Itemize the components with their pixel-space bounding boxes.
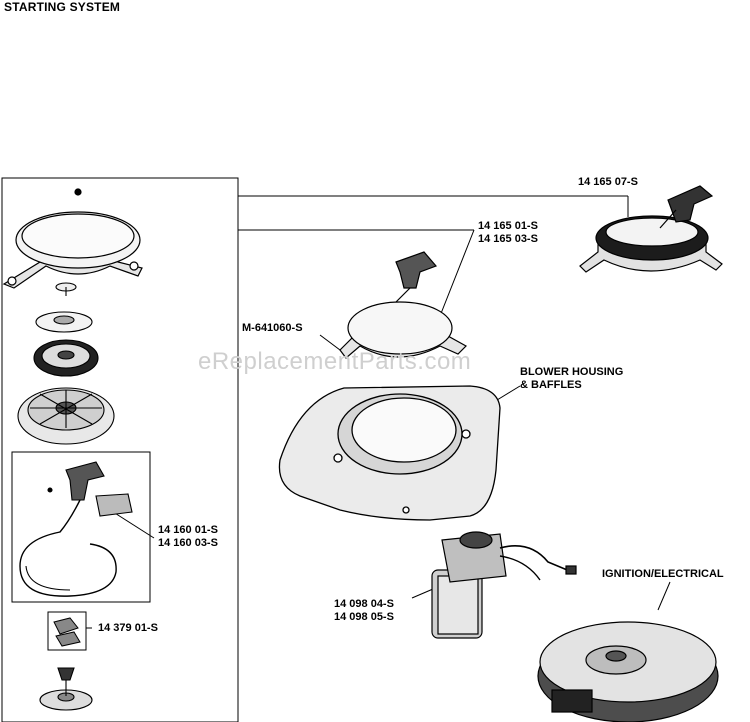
electric-starter-motor	[431, 531, 577, 639]
rope-kit-box	[11, 451, 151, 603]
starter-rope-kit	[19, 461, 133, 597]
blower-housing	[278, 385, 501, 521]
recoil-starter-medium	[339, 251, 467, 359]
recoil-starter-large	[579, 185, 723, 273]
callout-14-379-01: 14 379 01-S	[98, 622, 158, 635]
callout-14-165-07: 14 165 07-S	[578, 176, 638, 189]
part-number: 14 379 01-S	[98, 622, 158, 634]
pulley-part	[39, 667, 93, 711]
part-number: 14 160 03-S	[158, 537, 218, 549]
callout-14-165-01: 14 165 01-S 14 165 03-S	[478, 220, 538, 246]
watermark: eReplacementParts.com	[198, 348, 472, 375]
callout-14-098-04: 14 098 04-S 14 098 05-S	[334, 598, 394, 624]
recoil-cover-part	[2, 188, 143, 289]
callout-m-641060: M-641060-S	[242, 322, 303, 335]
part-number: 14 165 07-S	[578, 176, 638, 188]
part-number: 14 160 01-S	[158, 524, 218, 536]
part-number: 14 165 03-S	[478, 233, 538, 245]
label-line: IGNITION/ELECTRICAL	[602, 568, 724, 580]
part-number: 14 098 04-S	[334, 598, 394, 610]
flywheel	[537, 621, 719, 722]
group-box	[1, 177, 239, 722]
label-line: BLOWER HOUSING	[520, 366, 624, 378]
callout-14-160-01: 14 160 01-S 14 160 03-S	[158, 524, 218, 550]
page-title: STARTING SYSTEM	[4, 0, 121, 14]
part-number: M-641060-S	[242, 322, 303, 334]
part-number: 14 165 01-S	[478, 220, 538, 232]
part-number: 14 098 05-S	[334, 611, 394, 623]
pawl-part	[47, 611, 87, 651]
recoil-internals	[17, 282, 115, 445]
callout-ignition-electrical: IGNITION/ELECTRICAL	[602, 568, 724, 581]
label-line: & BAFFLES	[520, 379, 582, 391]
callout-blower-housing: BLOWER HOUSING & BAFFLES	[520, 366, 623, 392]
